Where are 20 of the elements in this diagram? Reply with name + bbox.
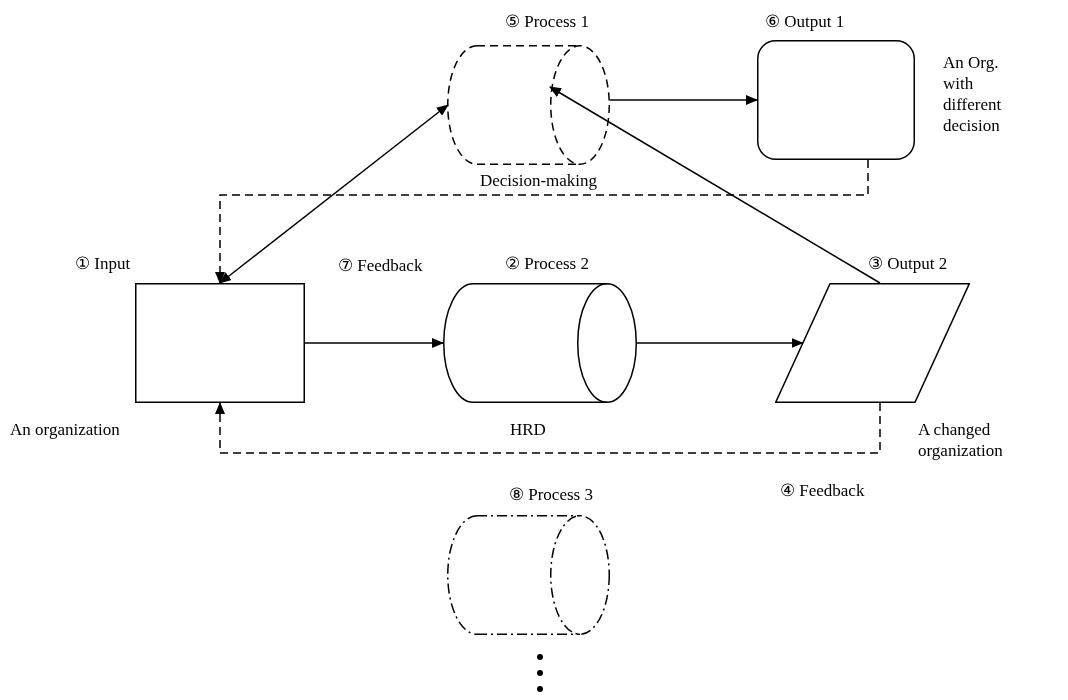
node-heading: ⑧ Process 3 xyxy=(509,484,593,506)
node-caption: An Org. with different decision xyxy=(943,52,1003,136)
arrow xyxy=(609,95,758,105)
node-caption: An organization xyxy=(10,419,121,440)
arrow xyxy=(304,338,444,348)
arrow xyxy=(549,86,881,284)
annotation-label: ④ Feedback xyxy=(780,480,865,502)
node-heading: ② Process 2 xyxy=(505,253,589,275)
annotation-label: ⑦ Feedback xyxy=(338,255,423,277)
node-heading: ① Input xyxy=(75,253,131,275)
node-caption: Decision-making xyxy=(480,170,599,191)
node-heading: ⑥ Output 1 xyxy=(765,11,845,33)
dashed-arrow xyxy=(215,402,881,454)
node-caption: HRD xyxy=(510,419,547,440)
node-heading: ③ Output 2 xyxy=(868,253,948,275)
node-heading: ⑤ Process 1 xyxy=(505,11,589,33)
node-caption: A changed organization xyxy=(918,419,1004,461)
dashed-arrow xyxy=(215,159,869,284)
arrow xyxy=(219,104,449,284)
arrow xyxy=(636,338,804,348)
